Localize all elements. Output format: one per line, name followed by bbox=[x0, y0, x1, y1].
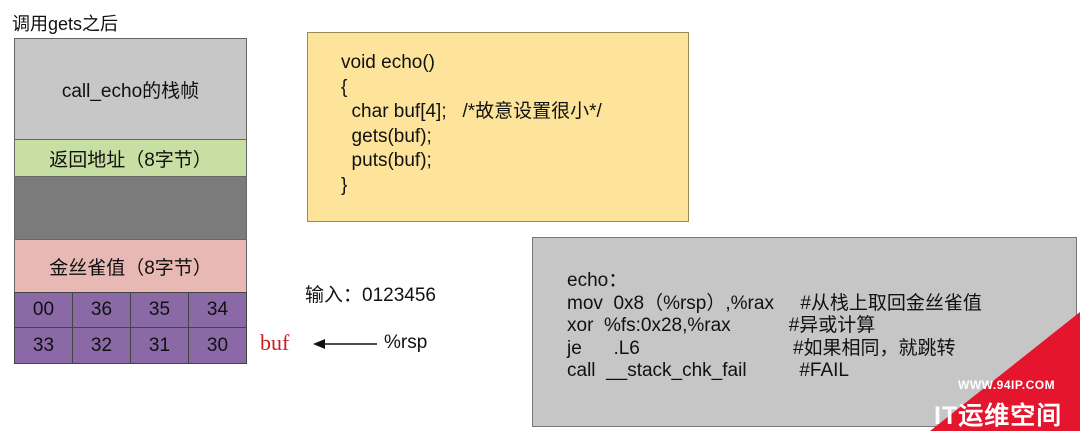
c-code-box: void echo() { char buf[4]; /*故意设置很小*/ ge… bbox=[307, 32, 689, 222]
asm-line: call __stack_chk_fail #FAIL bbox=[567, 360, 849, 381]
code-line: { bbox=[341, 76, 348, 98]
code-line: gets(buf); bbox=[341, 125, 432, 147]
stack-return-address: 返回地址（8字节） bbox=[14, 139, 247, 176]
stack-byte-row: 00 36 35 34 bbox=[14, 292, 247, 328]
stack-byte-cell: 34 bbox=[189, 292, 247, 328]
input-label: 输入：0123456 bbox=[305, 285, 436, 306]
stack-byte-cell: 36 bbox=[73, 292, 131, 328]
asm-line: je .L6 #如果相同，就跳转 bbox=[567, 337, 956, 359]
stack-byte-cell: 35 bbox=[131, 292, 189, 328]
code-line: } bbox=[341, 174, 348, 196]
stack-diagram: call_echo的栈帧 返回地址（8字节） 金丝雀值（8字节） 00 36 3… bbox=[14, 38, 247, 364]
stack-byte-cell: 32 bbox=[73, 328, 131, 364]
stack-byte-cell: 30 bbox=[189, 328, 247, 364]
arrow-left-icon bbox=[313, 339, 377, 349]
stack-unused-space bbox=[14, 176, 247, 239]
stack-canary: 金丝雀值（8字节） bbox=[14, 239, 247, 292]
asm-line: echo： bbox=[567, 270, 628, 291]
code-line: void echo() bbox=[341, 52, 435, 73]
asm-line: xor %fs:0x28,%rax #异或计算 bbox=[567, 315, 876, 336]
assembly-code-box: echo： mov 0x8（%rsp）,%rax #从栈上取回金丝雀值 xor … bbox=[532, 237, 1077, 427]
stack-byte-row: 33 32 31 30 bbox=[14, 328, 247, 364]
watermark-url: WWW.94IP.COM bbox=[958, 378, 1056, 392]
code-line: char buf[4]; /*故意设置很小*/ bbox=[341, 101, 602, 122]
rsp-label: %rsp bbox=[384, 332, 428, 353]
code-line: puts(buf); bbox=[341, 150, 432, 171]
watermark-triangle bbox=[930, 312, 1080, 431]
asm-line: mov 0x8（%rsp）,%rax #从栈上取回金丝雀值 bbox=[567, 292, 982, 314]
stack-byte-cell: 00 bbox=[14, 292, 73, 328]
buf-label: buf bbox=[260, 330, 290, 355]
diagram-title: 调用gets之后 bbox=[12, 14, 119, 34]
watermark-brand: IT运维空间 bbox=[934, 402, 1063, 430]
stack-byte-cell: 33 bbox=[14, 328, 73, 364]
stack-byte-cell: 31 bbox=[131, 328, 189, 364]
stack-frame-call-echo: call_echo的栈帧 bbox=[14, 38, 247, 139]
